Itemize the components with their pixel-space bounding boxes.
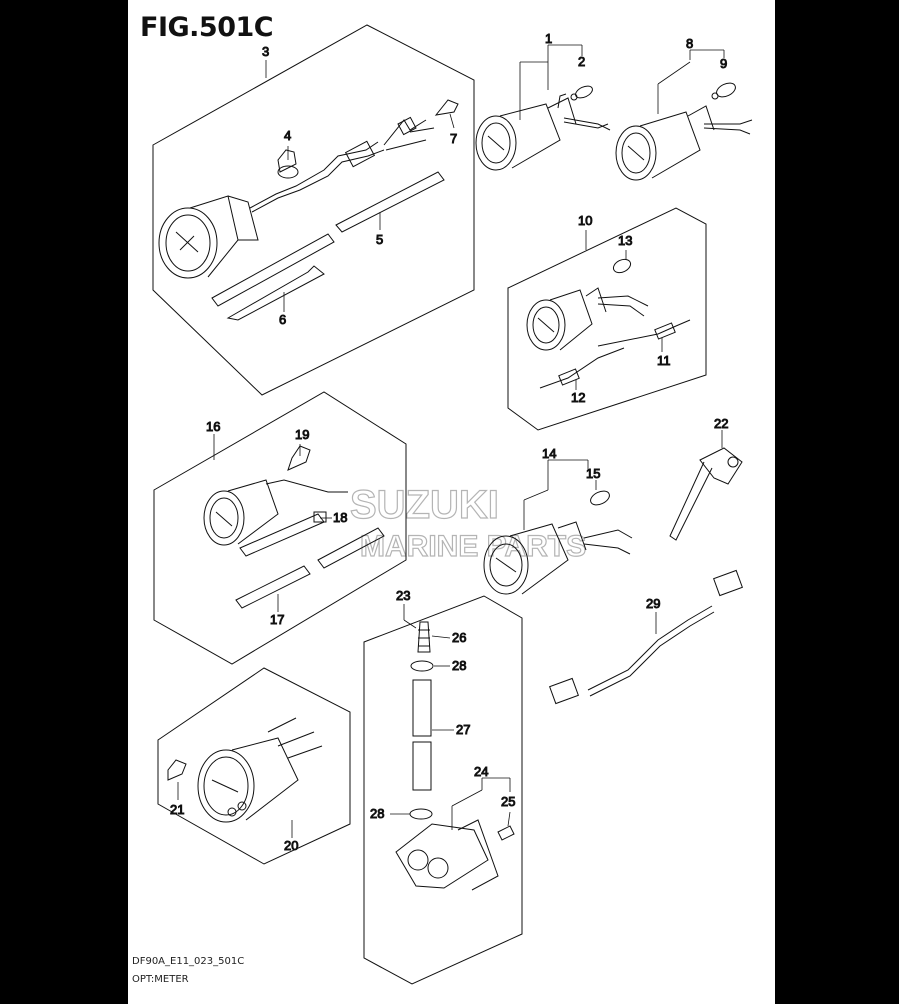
harness-11 <box>597 319 691 347</box>
callout-17: 17 <box>270 612 284 627</box>
harness-29 <box>549 569 743 705</box>
callout-21: 21 <box>170 802 184 817</box>
tube-27 <box>412 679 432 791</box>
callout-1: 1 <box>545 31 552 46</box>
meter-gauge-16 <box>203 479 348 546</box>
harness-12 <box>539 347 625 389</box>
meter-gauge-10 <box>526 287 649 351</box>
bulb-7 <box>434 99 459 116</box>
callout-25: 25 <box>501 794 515 809</box>
tie-strap-6 <box>211 233 335 321</box>
sender-22 <box>669 447 743 541</box>
meter-gauge-14 <box>483 521 633 595</box>
fitting-26 <box>417 621 431 653</box>
bulb-9 <box>711 82 736 100</box>
callout-9: 9 <box>720 56 727 71</box>
figure-code: DF90A_E11_023_501C <box>132 956 245 967</box>
callout-20: 20 <box>284 838 298 853</box>
callout-23: 23 <box>396 588 410 603</box>
exploded-parts-diagram: SUZUKI MARINE PARTS <box>152 24 753 985</box>
callout-10: 10 <box>578 213 592 228</box>
callout-15: 15 <box>586 466 600 481</box>
tie-strap-18 <box>239 511 327 557</box>
callout-6: 6 <box>279 312 286 327</box>
callout-28-lower: 28 <box>370 806 384 821</box>
bulb-19 <box>287 445 311 471</box>
callout-11: 11 <box>657 353 671 368</box>
callout-19: 19 <box>295 427 309 442</box>
callout-26: 26 <box>452 630 466 645</box>
tube-17 <box>235 527 385 609</box>
callout-5: 5 <box>376 232 383 247</box>
bulb-21 <box>167 759 187 781</box>
callout-2: 2 <box>578 54 585 69</box>
group-frame-3 <box>152 24 475 396</box>
callout-4: 4 <box>284 128 291 143</box>
meter-gauge-8 <box>615 105 753 181</box>
callout-12: 12 <box>571 390 585 405</box>
callout-29: 29 <box>646 596 660 611</box>
callout-22: 22 <box>714 416 728 431</box>
bracket-24 <box>395 819 499 891</box>
group-frame-23 <box>363 595 523 985</box>
clip-28-lower <box>409 808 433 820</box>
figure-name: OPT:METER <box>132 974 189 985</box>
watermark-brand: SUZUKI <box>350 483 499 527</box>
clip-28-upper <box>410 660 434 672</box>
callout-3: 3 <box>262 44 269 59</box>
bulb-13 <box>612 258 632 274</box>
meter-gauge-20 <box>197 717 323 823</box>
callout-24: 24 <box>474 764 488 779</box>
meter-gauge-1 <box>475 93 611 171</box>
tube-5 <box>335 171 445 233</box>
watermark-subtitle: MARINE PARTS <box>360 530 586 563</box>
parts-diagram-sheet: FIG.501C SUZUKI MARINE PARTS <box>128 0 775 1004</box>
callout-28-upper: 28 <box>452 658 466 673</box>
bulb-socket-4 <box>277 149 299 179</box>
group-frame-20 <box>157 667 351 865</box>
callout-18: 18 <box>333 510 347 525</box>
screw-25 <box>497 825 515 841</box>
callout-7: 7 <box>450 131 457 146</box>
bulb-2 <box>570 85 593 101</box>
leader-lines <box>177 44 725 838</box>
callout-8: 8 <box>686 36 693 51</box>
meter-gauge-group-3 <box>158 116 435 279</box>
callout-13: 13 <box>618 233 632 248</box>
group-frame-10 <box>507 207 707 431</box>
bulb-15 <box>590 490 610 506</box>
callout-16: 16 <box>206 419 220 434</box>
callout-27: 27 <box>456 722 470 737</box>
callout-14: 14 <box>542 446 556 461</box>
figure-title: FIG.501C <box>140 12 274 43</box>
group-frame-16 <box>153 391 407 665</box>
